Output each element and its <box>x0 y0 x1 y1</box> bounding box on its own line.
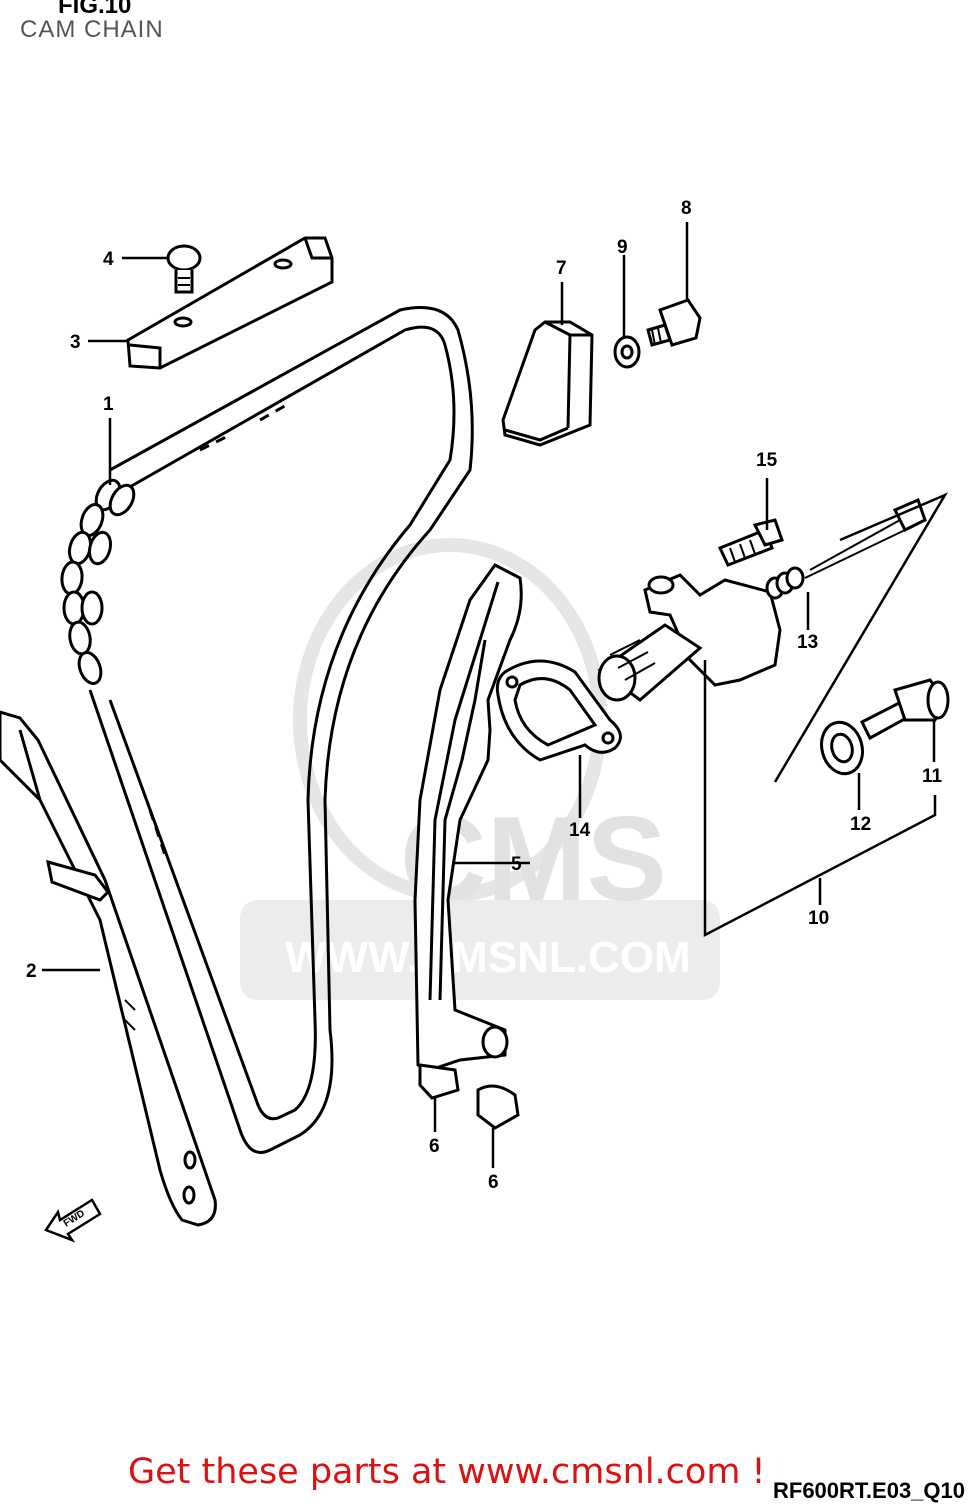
figure-code: RF600RT.E03_Q10 <box>773 1478 965 1503</box>
callout-10: 10 <box>808 908 829 929</box>
part-6-damper <box>418 1063 520 1130</box>
part-1-cam-chain <box>60 306 474 1154</box>
callout-15: 15 <box>756 450 778 471</box>
callout-14: 14 <box>569 820 591 841</box>
callout-6a: 6 <box>429 1136 440 1157</box>
callout-13: 13 <box>797 632 818 653</box>
callout-4: 4 <box>103 249 114 270</box>
callout-8: 8 <box>681 198 692 219</box>
callout-numbers: 1 2 3 4 5 6 6 7 8 9 10 11 12 13 14 15 <box>26 198 943 1193</box>
callout-2: 2 <box>26 961 37 982</box>
part-14-gasket <box>495 659 622 762</box>
part-11-plug <box>859 678 950 741</box>
callout-3: 3 <box>70 332 81 353</box>
forward-arrow-icon: FWD <box>44 1198 102 1243</box>
assembly-bracket <box>703 492 949 938</box>
callout-12: 12 <box>850 814 871 835</box>
figure-number: FIG.10 <box>58 0 132 19</box>
part-2-chain-guide <box>0 710 217 1227</box>
footer-link[interactable]: Get these parts at www.cmsnl.com ! <box>128 1452 766 1492</box>
part-5-tensioner-arm <box>413 563 523 1072</box>
part-10-tensioner <box>597 573 782 702</box>
callout-11: 11 <box>922 766 943 787</box>
callout-1: 1 <box>103 394 114 415</box>
callout-7: 7 <box>556 258 567 279</box>
leader-lines <box>42 222 936 1168</box>
watermark-url: WWW.CMSNL.COM <box>285 933 691 982</box>
callout-6b: 6 <box>488 1172 499 1193</box>
part-4-screw <box>166 244 202 294</box>
part-15-bolt <box>717 518 784 567</box>
part-12-gasket <box>820 720 864 776</box>
callout-9: 9 <box>617 237 628 258</box>
part-7-block <box>501 320 594 447</box>
callout-5: 5 <box>511 854 522 875</box>
figure-title: CAM CHAIN <box>20 16 164 43</box>
part-8-bolt <box>646 298 702 347</box>
part-3-guide-bar <box>126 236 334 370</box>
part-9-washer <box>613 335 641 369</box>
